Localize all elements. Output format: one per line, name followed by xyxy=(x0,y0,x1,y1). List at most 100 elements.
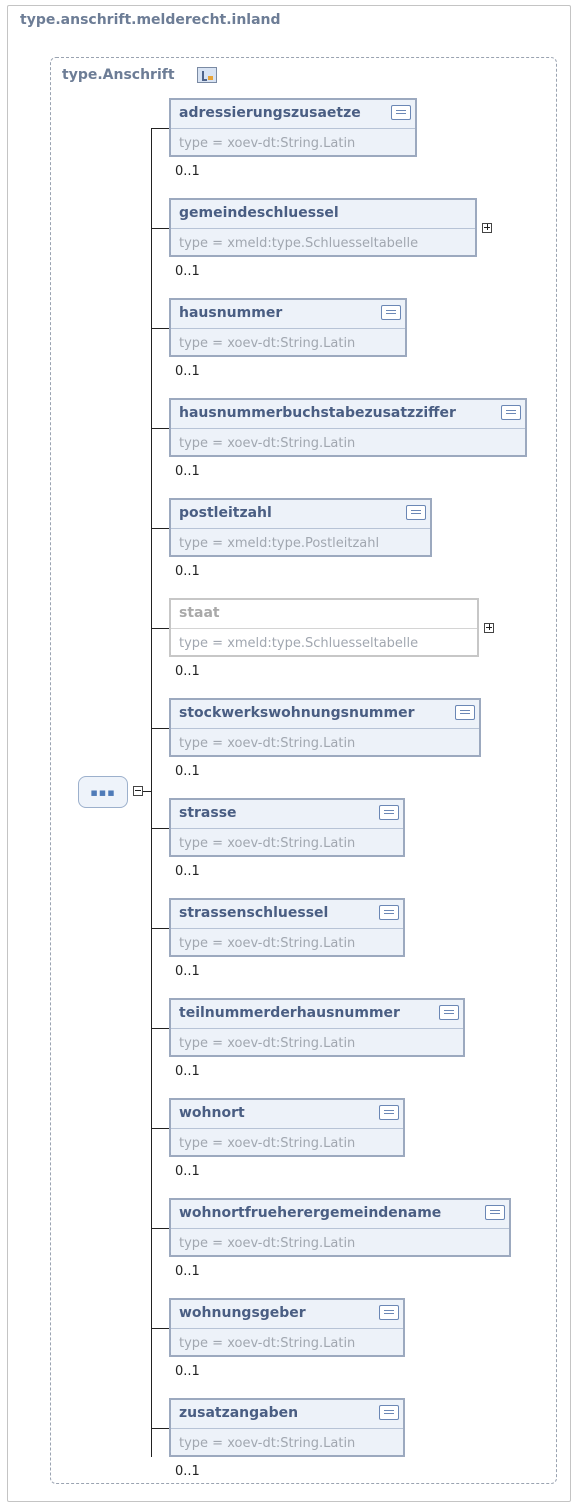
element-divider xyxy=(171,328,405,329)
element-divider xyxy=(171,1128,403,1129)
cardinality-label: 0..1 xyxy=(175,864,200,879)
cardinality-label: 0..1 xyxy=(175,1464,200,1479)
element-type: type = xoev-dt:String.Latin xyxy=(179,736,356,751)
element-divider xyxy=(171,428,525,429)
cardinality-label: 0..1 xyxy=(175,364,200,379)
element-name: wohnort xyxy=(179,1105,245,1121)
cardinality-label: 0..1 xyxy=(175,664,200,679)
expand-toggle[interactable] xyxy=(482,223,492,233)
element-teilnummerderhausnummer[interactable]: teilnummerderhausnummer type = xoev-dt:St… xyxy=(169,998,465,1057)
documentation-icon[interactable] xyxy=(455,705,475,720)
cardinality-label: 0..1 xyxy=(175,264,200,279)
cardinality-label: 0..1 xyxy=(175,1364,200,1379)
element-connector xyxy=(151,1228,169,1229)
element-connector xyxy=(151,1328,169,1329)
element-connector xyxy=(151,428,169,429)
documentation-icon[interactable] xyxy=(379,1405,399,1420)
inner-type-title: type.Anschrift xyxy=(62,67,175,83)
element-divider xyxy=(171,728,479,729)
element-divider xyxy=(171,1228,509,1229)
element-gemeindeschluessel[interactable]: gemeindeschluessel type = xmeld:type.Schl… xyxy=(169,198,477,257)
element-divider xyxy=(171,228,475,229)
element-hausnummer[interactable]: hausnummer type = xoev-dt:String.Latin xyxy=(169,298,407,357)
element-divider xyxy=(171,1328,403,1329)
element-name: wohnortfrueherergemeindename xyxy=(179,1205,442,1221)
element-type: type = xoev-dt:String.Latin xyxy=(179,1036,356,1051)
cardinality-label: 0..1 xyxy=(175,764,200,779)
expand-toggle[interactable] xyxy=(484,623,494,633)
element-name: hausnummerbuchstabezusatzziffer xyxy=(179,405,456,421)
element-divider xyxy=(171,1028,463,1029)
cardinality-label: 0..1 xyxy=(175,164,200,179)
element-name: teilnummerderhausnummer xyxy=(179,1005,400,1021)
documentation-icon[interactable] xyxy=(406,505,426,520)
element-connector xyxy=(151,1028,169,1029)
sequence-spine-line xyxy=(151,128,152,1457)
documentation-icon[interactable] xyxy=(379,1105,399,1120)
element-divider xyxy=(171,528,430,529)
cardinality-label: 0..1 xyxy=(175,564,200,579)
documentation-icon[interactable] xyxy=(485,1205,505,1220)
element-type: type = xoev-dt:String.Latin xyxy=(179,1136,356,1151)
element-zusatzangaben[interactable]: zusatzangaben type = xoev-dt:String.Latin xyxy=(169,1398,405,1457)
element-connector xyxy=(151,828,169,829)
element-wohnort[interactable]: wohnort type = xoev-dt:String.Latin xyxy=(169,1098,405,1157)
element-divider xyxy=(171,1428,403,1429)
element-divider xyxy=(171,828,403,829)
documentation-icon[interactable] xyxy=(379,905,399,920)
cardinality-label: 0..1 xyxy=(175,1264,200,1279)
outer-type-title: type.anschrift.melderecht.inland xyxy=(20,12,281,28)
documentation-icon[interactable] xyxy=(381,305,401,320)
element-type: type = xoev-dt:String.Latin xyxy=(179,136,356,151)
element-connector xyxy=(151,1428,169,1429)
element-connector xyxy=(151,328,169,329)
element-type: type = xoev-dt:String.Latin xyxy=(179,1336,356,1351)
element-name: staat xyxy=(179,605,220,621)
element-stockwerkswohnungsnummer[interactable]: stockwerkswohnungsnummer type = xoev-dt:S… xyxy=(169,698,481,757)
element-name: strassenschluessel xyxy=(179,905,329,921)
inner-type-box xyxy=(50,57,557,1484)
element-connector xyxy=(151,1128,169,1129)
complex-type-icon xyxy=(197,67,217,83)
cardinality-label: 0..1 xyxy=(175,464,200,479)
element-type: type = xoev-dt:String.Latin xyxy=(179,436,356,451)
element-type: type = xoev-dt:String.Latin xyxy=(179,836,356,851)
connector-line xyxy=(143,791,151,792)
element-type: type = xoev-dt:String.Latin xyxy=(179,1436,356,1451)
element-type: type = xoev-dt:String.Latin xyxy=(179,336,356,351)
documentation-icon[interactable] xyxy=(379,1305,399,1320)
cardinality-label: 0..1 xyxy=(175,1064,200,1079)
element-divider xyxy=(171,628,477,629)
element-type: type = xmeld:type.Postleitzahl xyxy=(179,536,380,551)
collapse-sequence-toggle[interactable] xyxy=(133,786,143,796)
documentation-icon[interactable] xyxy=(439,1005,459,1020)
sequence-icon: ▪▪▪ xyxy=(90,786,116,799)
cardinality-label: 0..1 xyxy=(175,1164,200,1179)
element-name: postleitzahl xyxy=(179,505,272,521)
element-name: zusatzangaben xyxy=(179,1405,299,1421)
element-divider xyxy=(171,128,415,129)
documentation-icon[interactable] xyxy=(391,105,411,120)
element-name: stockwerkswohnungsnummer xyxy=(179,705,415,721)
element-name: gemeindeschluessel xyxy=(179,205,339,221)
element-connector xyxy=(151,628,169,629)
element-name: wohnungsgeber xyxy=(179,1305,306,1321)
element-type: type = xoev-dt:String.Latin xyxy=(179,936,356,951)
documentation-icon[interactable] xyxy=(379,805,399,820)
element-postleitzahl[interactable]: postleitzahl type = xmeld:type.Postleitza… xyxy=(169,498,432,557)
element-connector xyxy=(151,128,169,129)
element-strassenschluessel[interactable]: strassenschluessel type = xoev-dt:String.… xyxy=(169,898,405,957)
documentation-icon[interactable] xyxy=(501,405,521,420)
element-wohnungsgeber[interactable]: wohnungsgeber type = xoev-dt:String.Latin xyxy=(169,1298,405,1357)
element-connector xyxy=(151,728,169,729)
sequence-compositor[interactable]: ▪▪▪ xyxy=(78,776,128,808)
element-hausnummerbuchstabezusatzziffer[interactable]: hausnummerbuchstabezusatzziffer type = xo… xyxy=(169,398,527,457)
element-connector xyxy=(151,928,169,929)
element-divider xyxy=(171,928,403,929)
element-type: type = xmeld:type.Schluesseltabelle xyxy=(179,236,419,251)
element-name: hausnummer xyxy=(179,305,283,321)
